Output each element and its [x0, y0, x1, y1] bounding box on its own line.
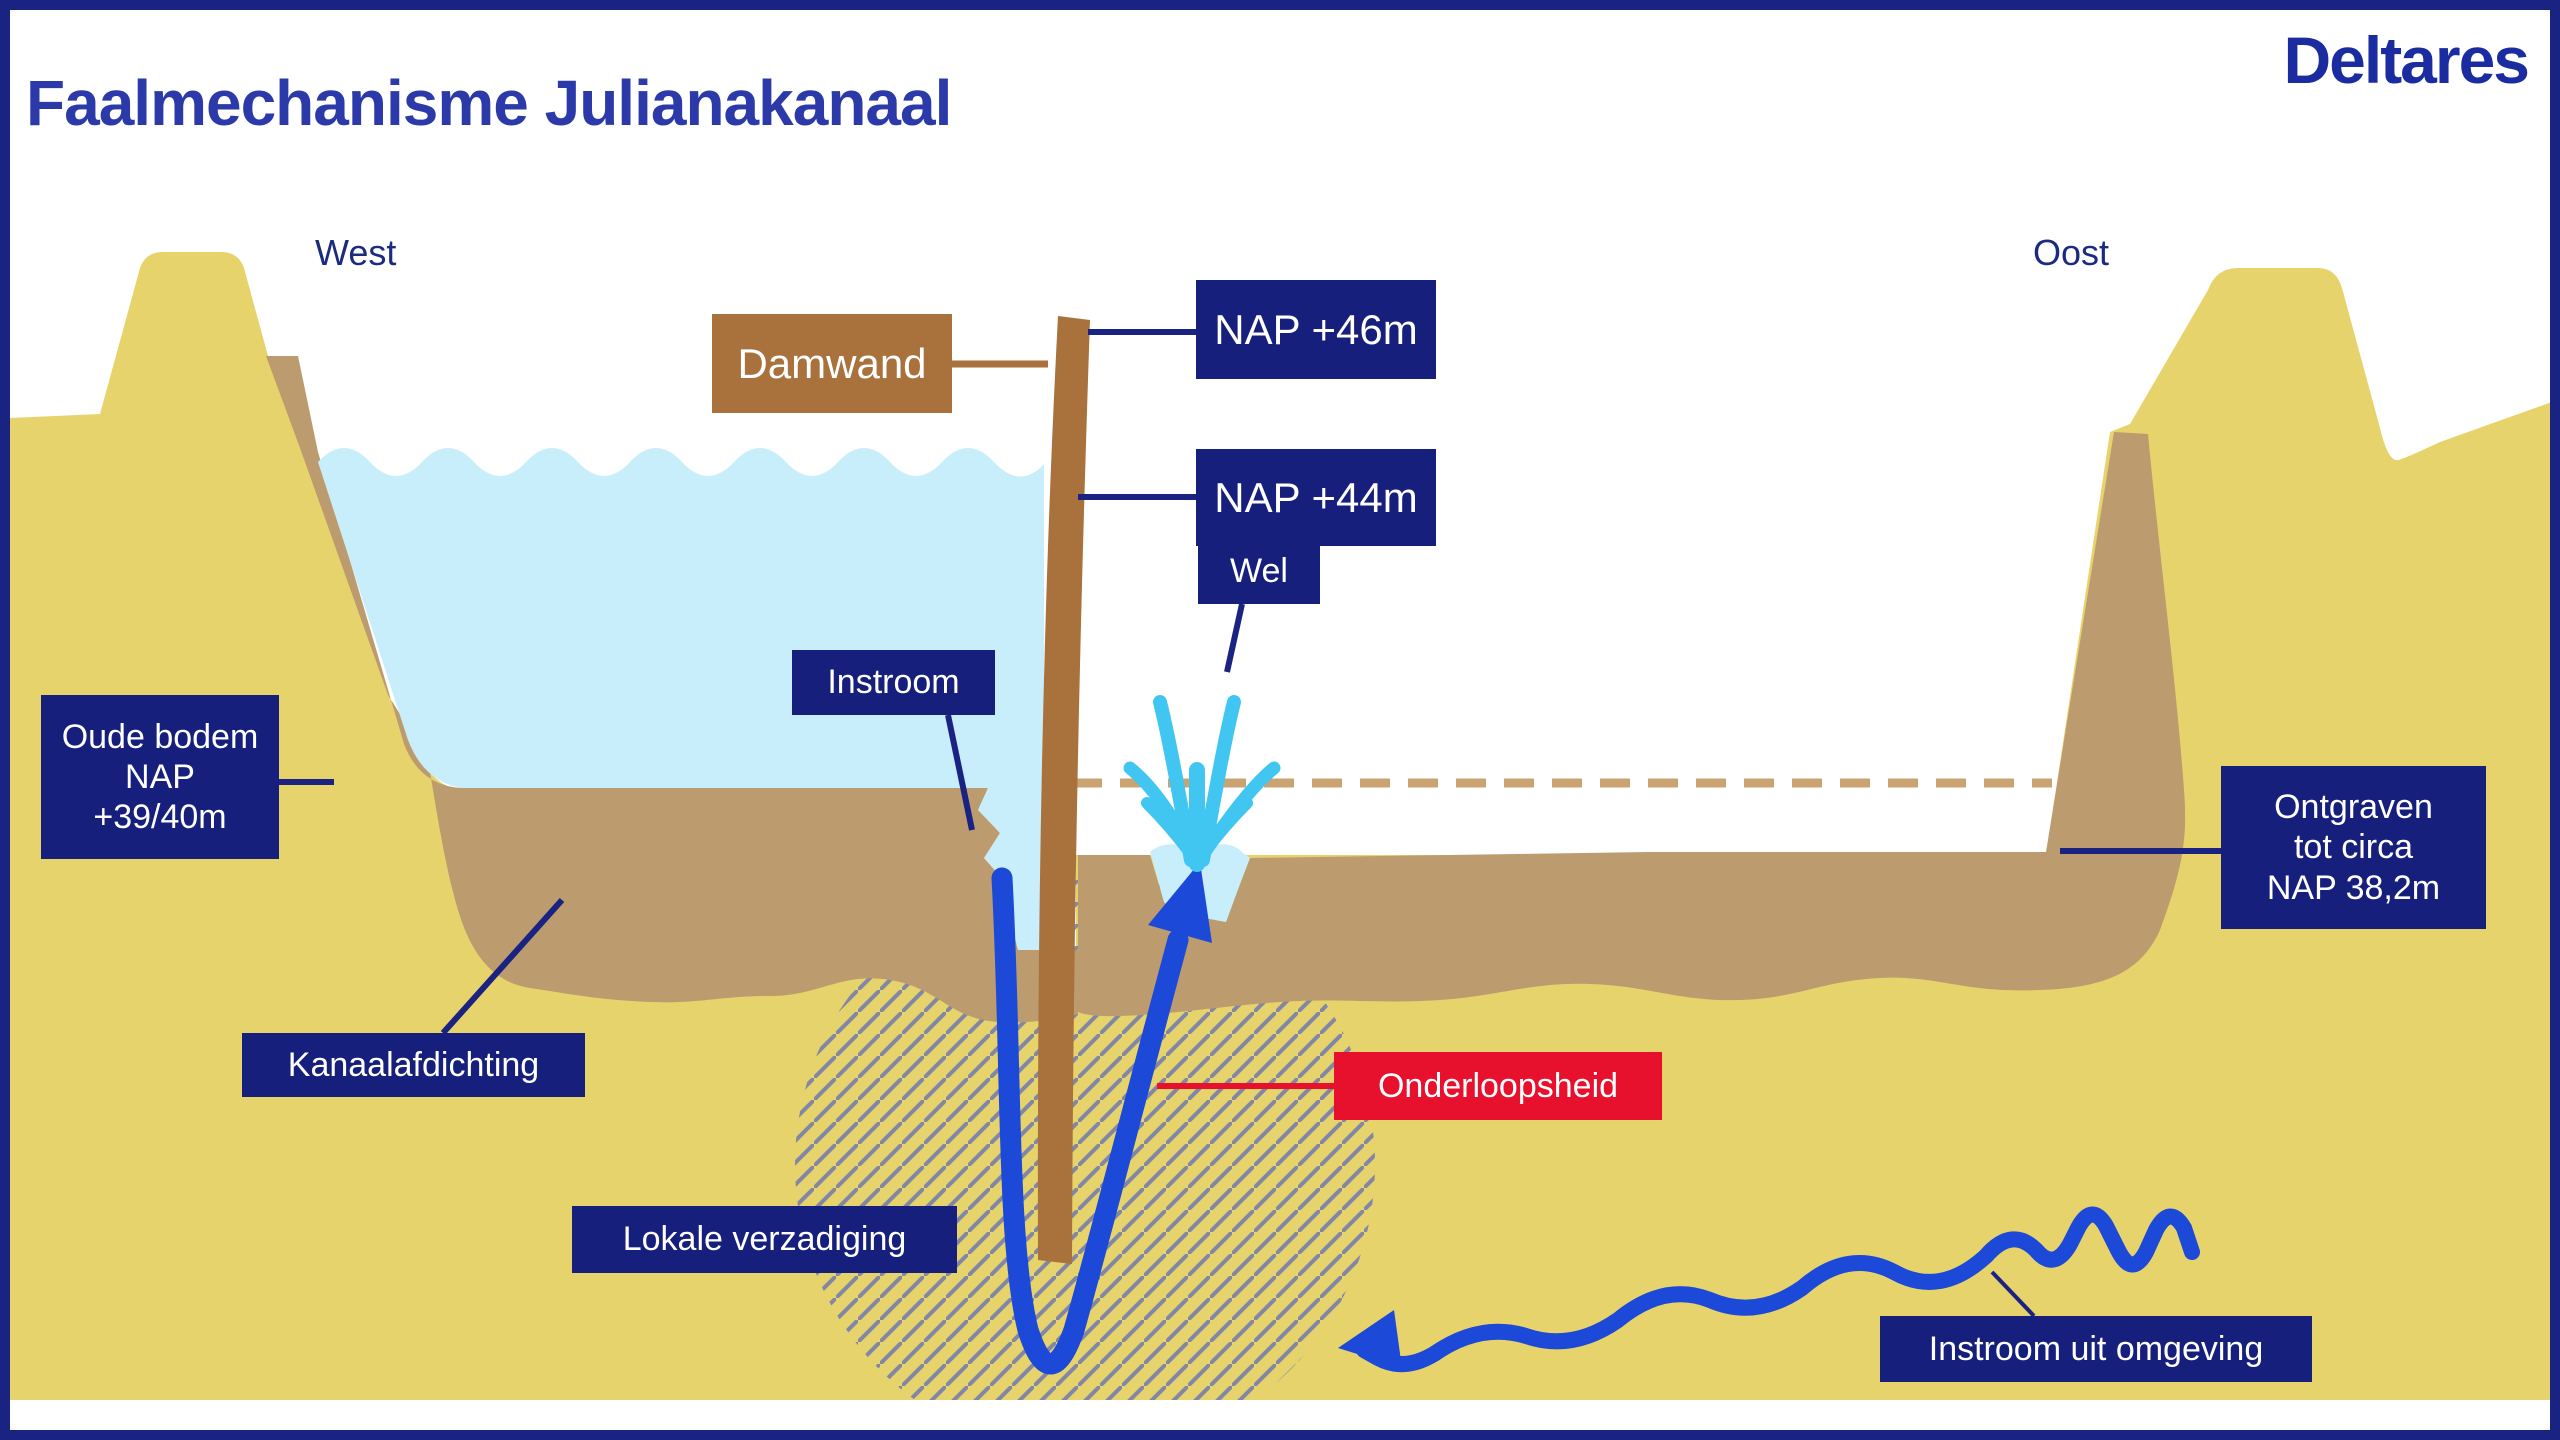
- kanaalafdichting-connector: [440, 897, 565, 1036]
- compass-west: West: [315, 232, 397, 273]
- piping-arrow-icon: [991, 862, 1212, 1375]
- instroom-omgeving-connector: [1990, 1270, 2036, 1318]
- wel-connector: [1224, 603, 1245, 673]
- well-spray-icon: [1123, 695, 1281, 872]
- sheet-pile: [1037, 316, 1090, 1264]
- label-instroom: Instroom: [792, 650, 995, 715]
- label-ontgraven: Ontgraven tot circa NAP 38,2m: [2221, 766, 2486, 929]
- label-oude-bodem: Oude bodem NAP +39/40m: [41, 695, 279, 859]
- label-nap-46: NAP +46m: [1196, 280, 1436, 379]
- label-lokale-verzadiging: Lokale verzadiging: [572, 1206, 957, 1273]
- canal-liner-right: [1078, 432, 2186, 1017]
- label-nap-44: NAP +44m: [1196, 449, 1436, 546]
- page-title: Faalmechanisme Julianakanaal: [26, 67, 952, 139]
- sand-body: [10, 252, 2552, 1400]
- label-onderloopsheid: Onderloopsheid: [1334, 1052, 1662, 1120]
- instroom-connector: [945, 714, 975, 831]
- compass-east: Oost: [2033, 232, 2110, 273]
- label-wel: Wel: [1198, 538, 1320, 604]
- label-damwand: Damwand: [712, 314, 952, 413]
- canal-liner-left: [266, 356, 1078, 1023]
- water-body: [318, 448, 1044, 950]
- inflow-wavy-arrow-icon: [1338, 1206, 2200, 1372]
- deltares-logo: Deltares: [2283, 23, 2531, 97]
- label-instroom-uit-omgeving: Instroom uit omgeving: [1880, 1316, 2312, 1382]
- label-kanaalafdichting: Kanaalafdichting: [242, 1033, 585, 1097]
